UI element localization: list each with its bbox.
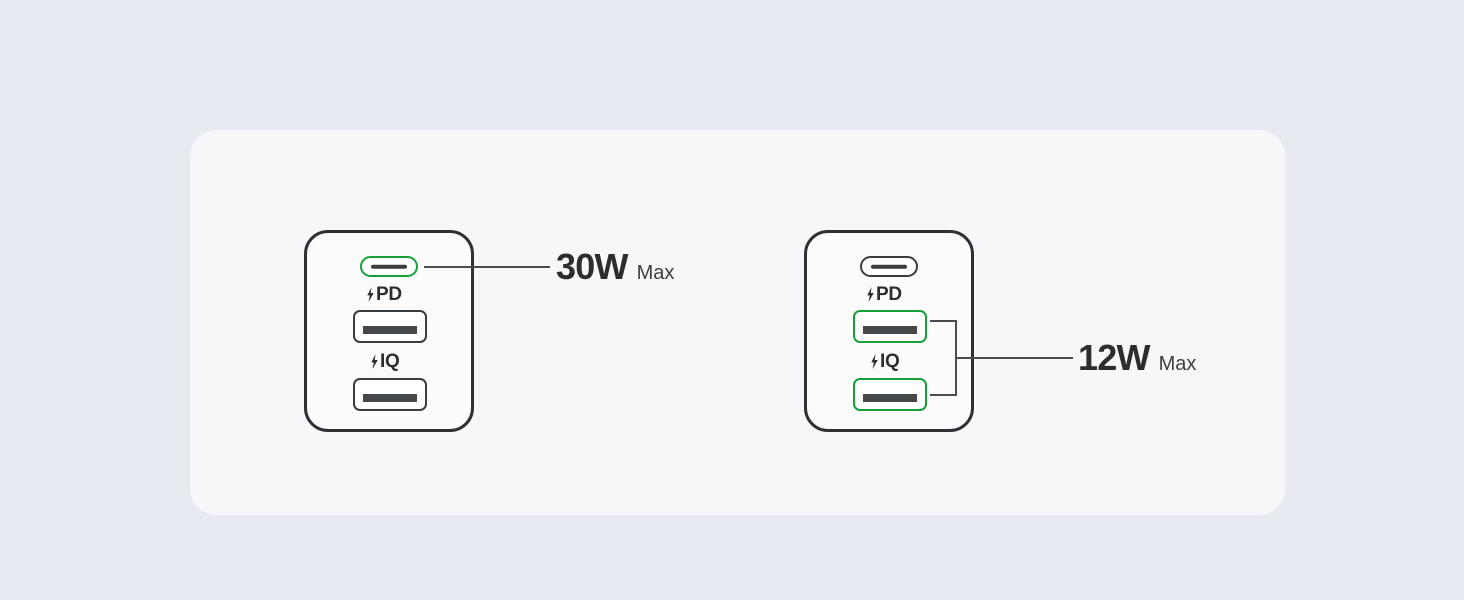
- charger-left-callout: 30W Max: [556, 249, 674, 285]
- charger-right-bracket: [930, 320, 957, 396]
- lightning-bolt-icon: [871, 354, 878, 369]
- charger-right-usb-a-port-1: [853, 310, 927, 343]
- charger-right-leader-line: [955, 357, 1073, 359]
- lightning-bolt-icon: [371, 354, 378, 369]
- lightning-bolt-icon: [367, 287, 374, 302]
- usb-c-slot-icon: [871, 264, 907, 269]
- usb-c-slot-icon: [371, 264, 407, 269]
- port-label-text: PD: [876, 284, 902, 305]
- charger-left-leader-line: [424, 266, 550, 268]
- lightning-bolt-icon: [867, 287, 874, 302]
- usb-a-slot-icon: [363, 326, 417, 334]
- infographic-card: PD IQ 30W Max PD: [190, 130, 1285, 515]
- charger-right-usb-c-port: [860, 256, 918, 277]
- port-label-text: IQ: [380, 351, 400, 372]
- charger-left-pd-label: PD: [366, 285, 402, 304]
- callout-value: 30W: [556, 246, 628, 287]
- charger-right-usb-a-port-2: [853, 378, 927, 411]
- charger-left-usb-c-port: [360, 256, 418, 277]
- charger-right-pd-label: PD: [866, 285, 902, 304]
- port-label-text: PD: [376, 284, 402, 305]
- charger-right-iq-label: IQ: [870, 351, 900, 372]
- callout-unit: Max: [1158, 353, 1197, 375]
- charger-left-usb-a-port-2: [353, 378, 427, 411]
- usb-a-slot-icon: [363, 394, 417, 402]
- port-label-text: IQ: [880, 351, 900, 372]
- usb-a-slot-icon: [863, 326, 917, 334]
- usb-a-slot-icon: [863, 394, 917, 402]
- callout-value: 12W: [1078, 337, 1150, 378]
- charger-right-callout: 12W Max: [1078, 340, 1196, 376]
- charger-left-iq-label: IQ: [370, 351, 400, 372]
- callout-unit: Max: [636, 262, 675, 284]
- charger-left-usb-a-port-1: [353, 310, 427, 343]
